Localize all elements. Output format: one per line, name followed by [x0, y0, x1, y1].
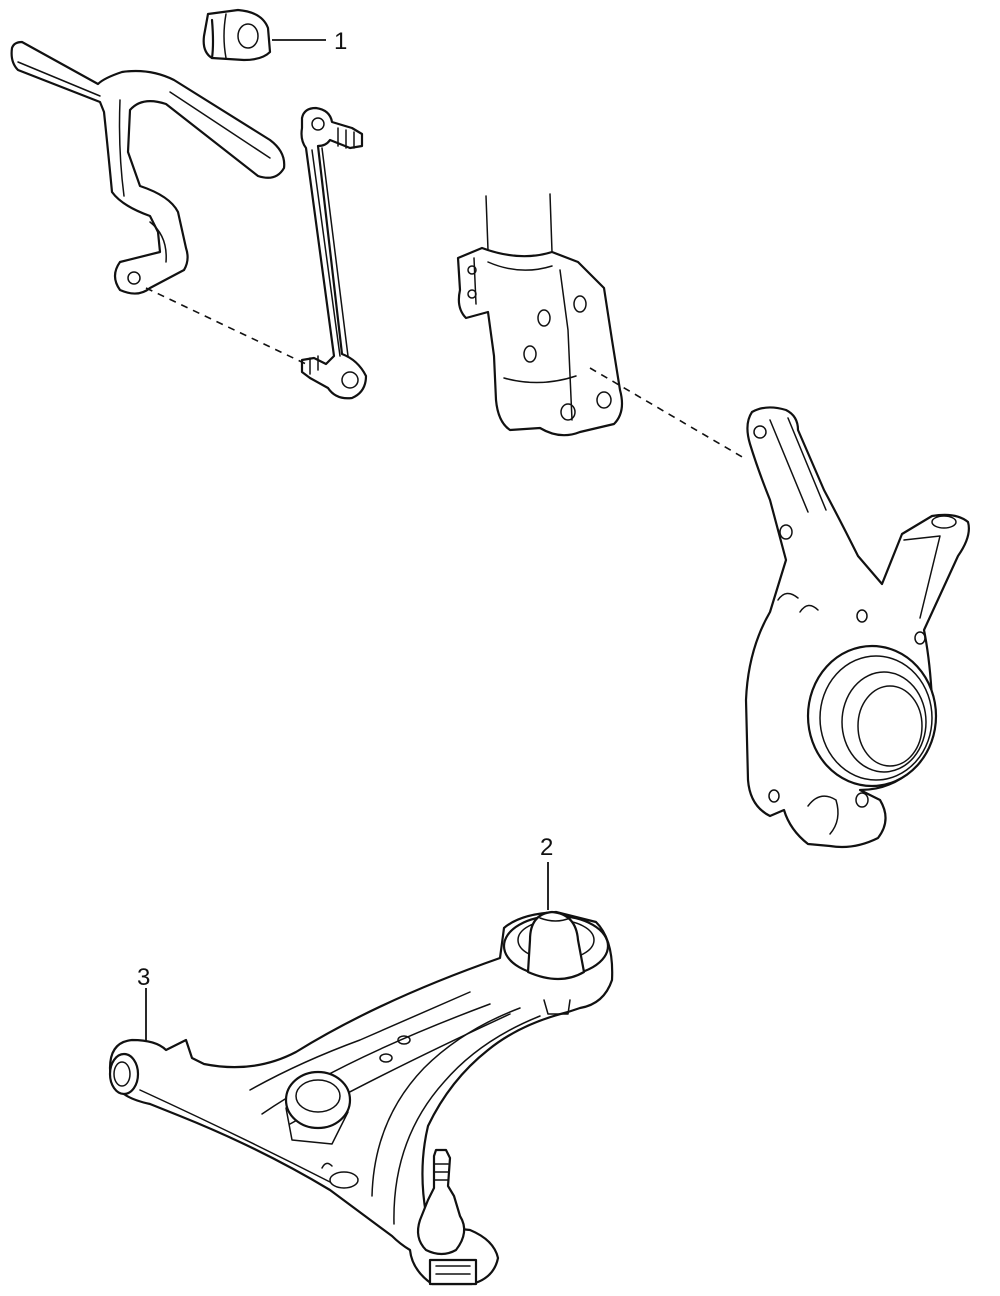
lower-arm-rear-bushing [502, 910, 610, 1015]
steering-knuckle [744, 406, 970, 849]
stabilizer-bushing [202, 8, 272, 62]
lower-control-arm [108, 910, 614, 1286]
alignment-line-strut-knuckle [589, 367, 745, 459]
callout-2-label: 2 [540, 834, 554, 861]
ball-joint [416, 1148, 478, 1286]
callout-3-label: 3 [137, 964, 151, 991]
callout-1-label: 1 [334, 28, 348, 55]
strut-bracket [456, 193, 624, 437]
alignment-line-bar-link [145, 287, 307, 365]
stabilizer-link [300, 106, 368, 400]
stabilizer-bar [10, 40, 286, 295]
